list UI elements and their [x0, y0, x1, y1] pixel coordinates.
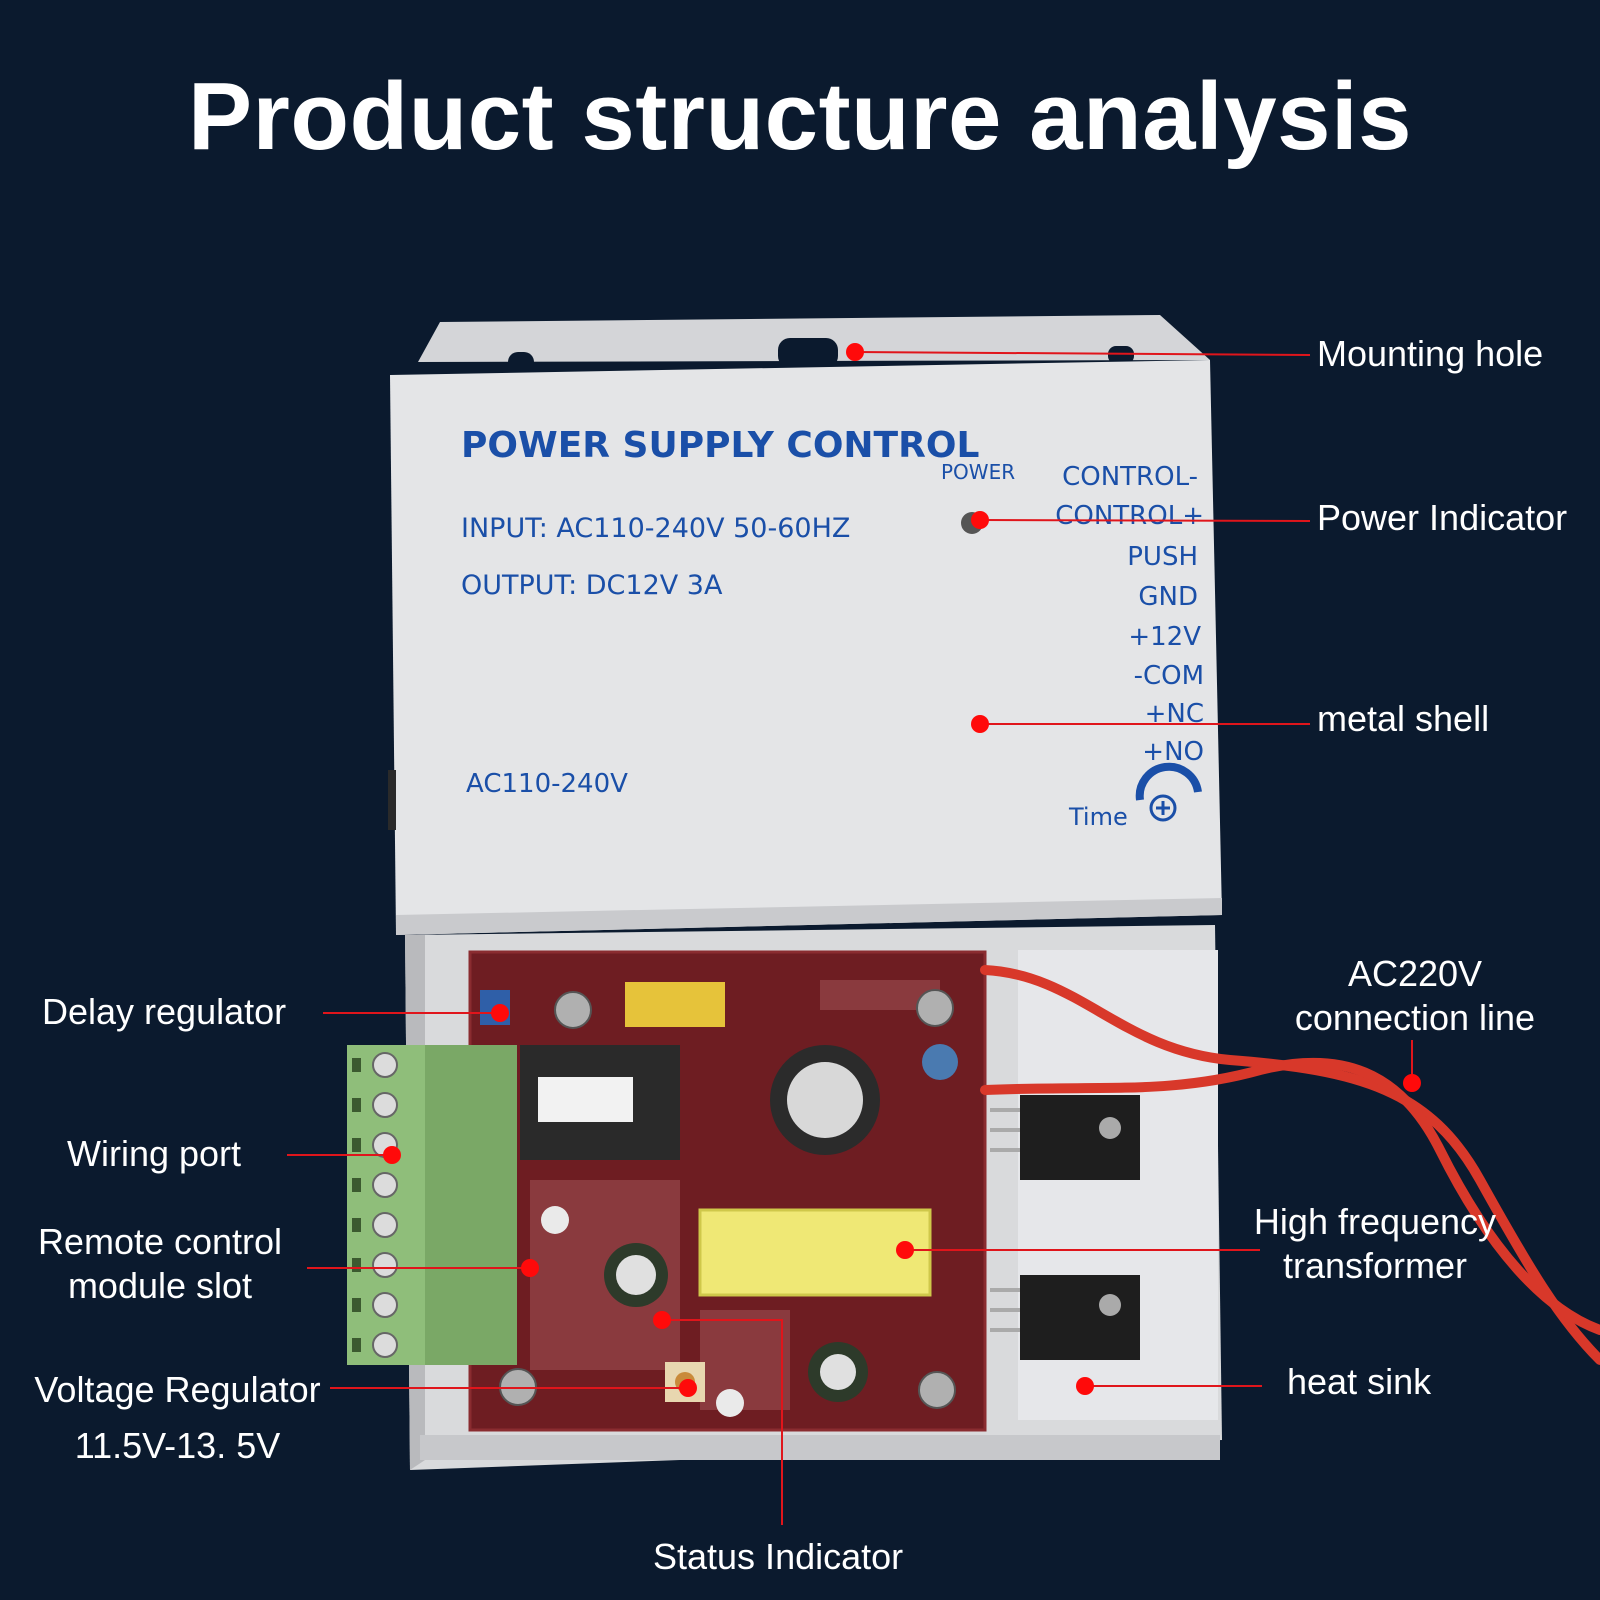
label-heat-sink: heat sink — [1287, 1361, 1432, 1402]
label-power-indicator: Power Indicator — [1317, 497, 1568, 538]
label-status-indicator: Status Indicator — [653, 1536, 904, 1577]
callout-lines — [287, 351, 1413, 1525]
terminal-block — [347, 1045, 517, 1365]
label-metal-shell: metal shell — [1317, 698, 1490, 739]
label-high-frequency-transformer: High frequency transformer — [1225, 1200, 1525, 1288]
heat-sink — [990, 950, 1218, 1420]
page-title: Product structure analysis — [187, 63, 1413, 170]
ac-wires — [980, 965, 1600, 1365]
time-knob-icon — [1135, 762, 1202, 822]
terminal-label: +12V — [1128, 622, 1201, 652]
label-remote-control-module-slot: Remote control module slot — [20, 1220, 300, 1308]
pcb-board — [468, 950, 987, 1432]
label-hf-line1: High frequency — [1253, 1201, 1497, 1242]
label-mounting-hole: Mounting hole — [1317, 333, 1544, 374]
ac-range-stencil: AC110-240V — [466, 769, 628, 799]
callout-dots — [383, 343, 1421, 1397]
label-voltage-line1: Voltage Regulator — [34, 1369, 321, 1410]
terminal-label: PUSH — [1127, 542, 1198, 572]
label-hf-line2: transformer — [1282, 1245, 1468, 1286]
terminal-label: +NO — [1142, 737, 1204, 767]
terminal-label: -COM — [1134, 661, 1204, 691]
label-delay-regulator: Delay regulator — [42, 991, 287, 1032]
label-remote-line1: Remote control — [37, 1221, 283, 1262]
label-ac220v-connection-line: AC220V connection line — [1265, 952, 1565, 1040]
input-spec-stencil: INPUT: AC110-240V 50-60HZ — [461, 513, 850, 544]
label-ac220v-line2: connection line — [1294, 997, 1536, 1038]
terminal-label: CONTROL+ — [1055, 501, 1204, 531]
top-cover — [388, 315, 1222, 935]
label-voltage-regulator: Voltage Regulator 11.5V-13. 5V — [15, 1362, 340, 1474]
time-stencil: Time — [1068, 803, 1128, 831]
label-remote-line2: module slot — [67, 1265, 253, 1306]
label-voltage-line2: 11.5V-13. 5V — [74, 1425, 281, 1466]
output-spec-stencil: OUTPUT: DC12V 3A — [461, 570, 723, 601]
label-ac220v-line1: AC220V — [1347, 953, 1483, 994]
brand-stencil: POWER SUPPLY CONTROL — [461, 425, 979, 466]
terminal-label: GND — [1138, 582, 1198, 612]
power-stencil: POWER — [941, 460, 1015, 484]
terminal-label: CONTROL- — [1062, 462, 1198, 492]
label-wiring-port: Wiring port — [67, 1133, 242, 1174]
